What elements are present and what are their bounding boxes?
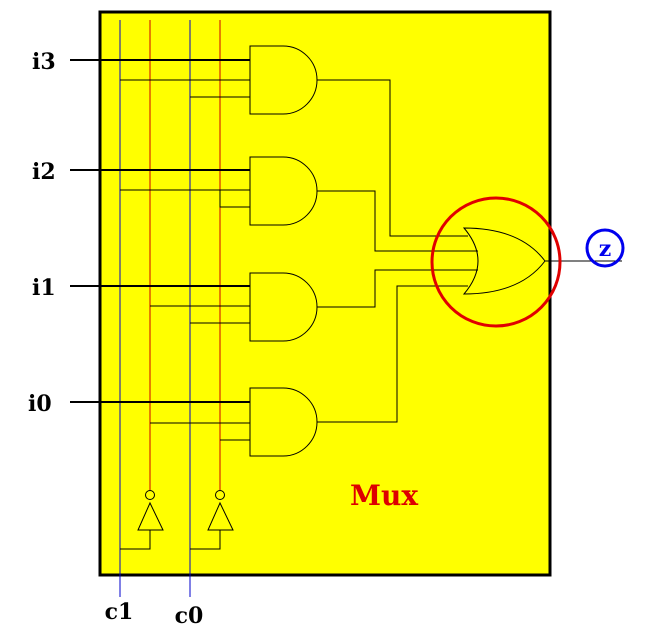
output-z-circle xyxy=(585,228,625,268)
and-to-or-wires xyxy=(317,79,478,423)
input-label-i3: i3 xyxy=(32,49,56,75)
select-label-c1: c1 xyxy=(105,599,134,625)
input-wires xyxy=(70,59,250,403)
select-lines xyxy=(119,20,221,597)
select-label-c0: c0 xyxy=(175,603,204,629)
and-gate-i1 xyxy=(249,272,318,342)
mux-title: Mux xyxy=(350,479,418,512)
output-z-label: z xyxy=(599,236,612,262)
select-taps xyxy=(120,79,250,441)
inverter-c1 xyxy=(120,490,164,550)
and-gate-i3 xyxy=(249,45,318,115)
and-gate-i0 xyxy=(249,387,318,457)
or-highlight-circle xyxy=(430,196,562,328)
input-label-i1: i1 xyxy=(32,275,56,301)
and-gates xyxy=(249,45,318,457)
inverter-c0 xyxy=(190,490,234,550)
or-gate xyxy=(462,227,546,295)
input-label-i2: i2 xyxy=(32,159,56,185)
and-gate-i2 xyxy=(249,156,318,226)
input-label-i0: i0 xyxy=(28,391,52,417)
